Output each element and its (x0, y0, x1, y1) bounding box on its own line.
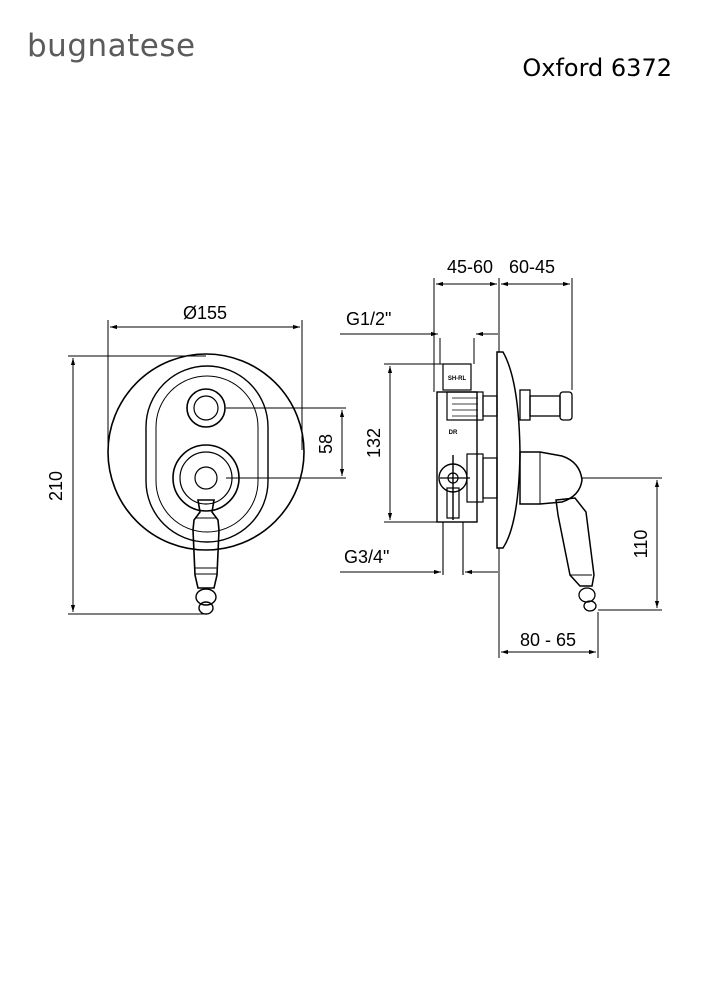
depth-right-label: 60-45 (509, 257, 555, 277)
lever-handle (192, 499, 220, 615)
side-dimensions (340, 278, 662, 658)
oval-cover (145, 365, 269, 543)
diverter-knob (186, 388, 226, 428)
handle-drop-label: 110 (631, 530, 651, 559)
thread-bottom-label: G3/4" (344, 547, 389, 567)
wall-plate (496, 351, 521, 549)
front-dimensions (68, 320, 346, 615)
height-label: 210 (46, 471, 66, 501)
front-view (107, 353, 305, 615)
side-view (436, 351, 597, 612)
top-marking-box (442, 363, 472, 391)
handle-reach-label: 80 - 65 (520, 630, 576, 650)
spacing-label: 58 (316, 434, 336, 454)
mixer-body-side (438, 453, 498, 520)
body-height-label: 132 (364, 428, 384, 458)
top-marking: SH-RL (448, 376, 467, 382)
model-title: Oxford 6372 (522, 54, 672, 82)
lever-handle-side (519, 451, 597, 612)
brand-logo: bugnatese (27, 28, 196, 64)
escutcheon-plate (107, 353, 305, 551)
mid-marking: DR (449, 430, 458, 436)
thread-top-label: G1/2" (346, 309, 391, 329)
diameter-label: Ø155 (183, 303, 227, 323)
diverter-stem (446, 389, 573, 421)
depth-left-label: 45-60 (447, 257, 493, 277)
